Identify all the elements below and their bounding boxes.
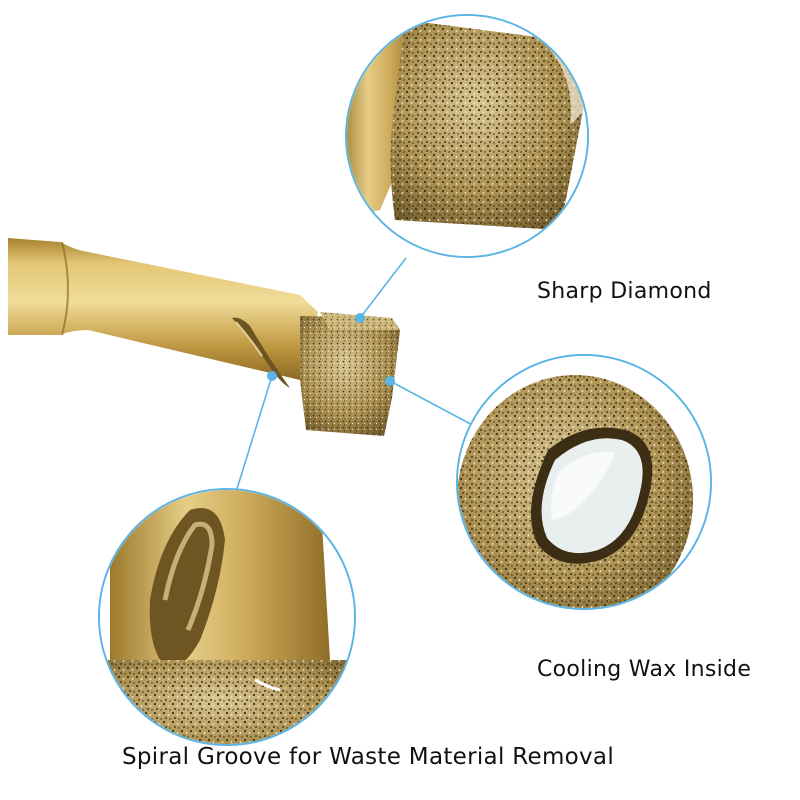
drill-bit — [8, 238, 400, 436]
zoom-circle-tip — [345, 14, 589, 258]
callout-label-spiral-groove: Spiral Groove for Waste Material Removal — [122, 744, 615, 770]
zoom-circle-core — [456, 354, 712, 610]
callout-label-sharp-diamond: Sharp Diamond — [537, 279, 712, 304]
callout-label-cooling-wax: Cooling Wax Inside — [537, 657, 752, 682]
callout-dots — [267, 313, 395, 386]
zoom-circle-groove — [98, 488, 356, 746]
callout-lines — [235, 257, 479, 493]
